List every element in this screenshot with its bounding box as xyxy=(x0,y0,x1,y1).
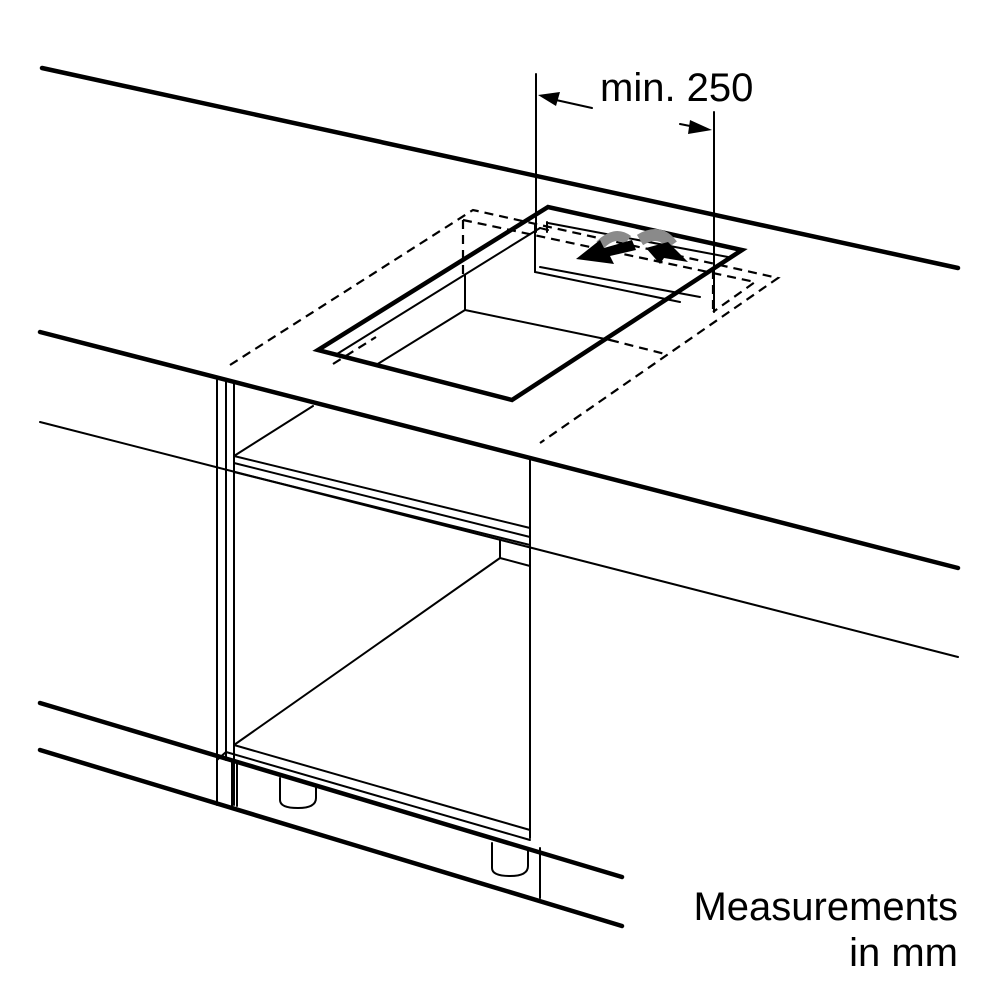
worktop-front-edge xyxy=(37,329,961,571)
hob-cutout xyxy=(312,204,748,403)
base-cabinet xyxy=(216,379,541,899)
plinth-top-edge xyxy=(37,700,625,880)
measurement-note-line1: Measurements xyxy=(693,885,958,929)
hob-outline-dashed xyxy=(229,208,781,444)
measurement-note: Measurements in mm xyxy=(693,884,958,976)
airflow-arrows-icon xyxy=(576,229,688,264)
rear-vent-slot xyxy=(534,221,729,303)
dimension-min-250 xyxy=(535,73,715,313)
measurement-note-line2: in mm xyxy=(849,931,958,975)
worktop-underside-edge xyxy=(39,421,959,658)
worktop-back-edge xyxy=(39,65,961,271)
cabinet-feet xyxy=(279,777,529,878)
plinth-bottom-edge xyxy=(37,747,625,929)
dimension-label: min. 250 xyxy=(600,66,754,110)
